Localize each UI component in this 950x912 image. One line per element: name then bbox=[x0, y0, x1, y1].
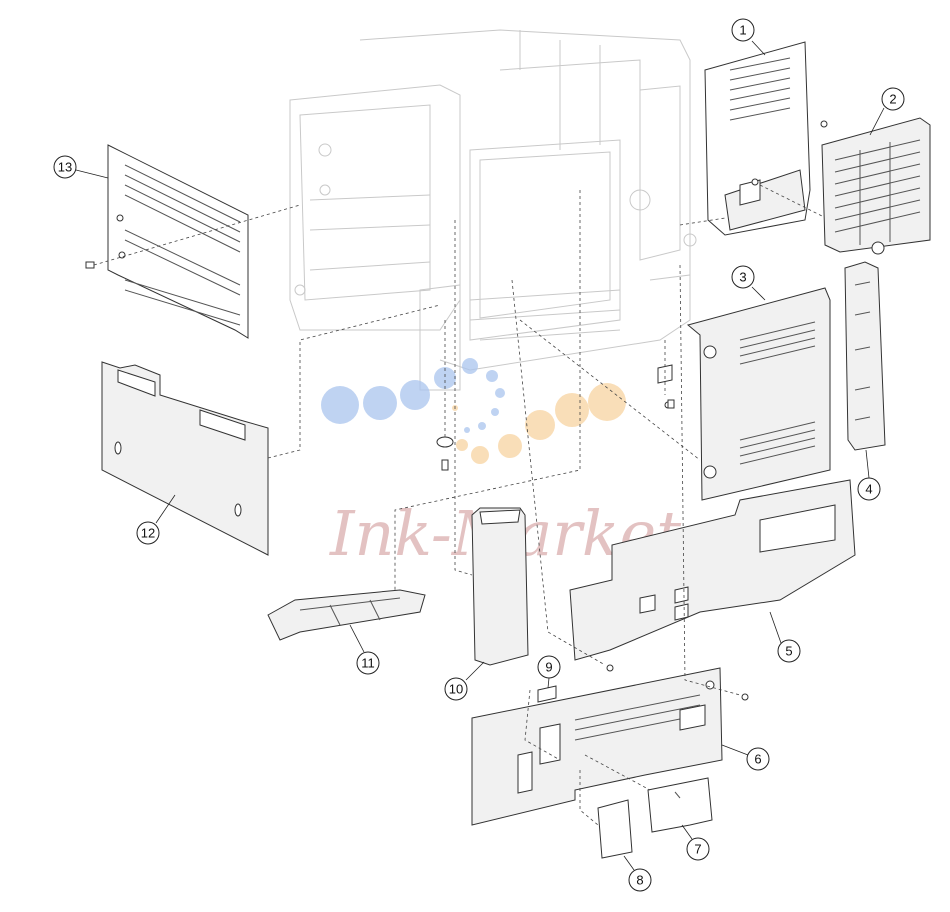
callout-number: 1 bbox=[739, 23, 746, 38]
callout-1: 1 bbox=[731, 18, 766, 56]
callout-leader-line bbox=[349, 624, 365, 653]
watermark-dot bbox=[498, 434, 522, 458]
callout-leader-line bbox=[155, 494, 176, 524]
watermark-dot bbox=[400, 380, 430, 410]
callout-leader-line bbox=[751, 40, 766, 56]
callout-10: 10 bbox=[444, 661, 485, 701]
callout-leader-line bbox=[623, 855, 635, 871]
callout-number: 7 bbox=[694, 842, 701, 857]
watermark-dot bbox=[486, 370, 498, 382]
callout-8: 8 bbox=[623, 855, 652, 892]
watermark-dot bbox=[456, 439, 468, 451]
callout-leader-line bbox=[547, 677, 550, 689]
watermark-dot bbox=[588, 383, 626, 421]
watermark-dot bbox=[478, 422, 486, 430]
callout-circle bbox=[857, 477, 881, 501]
callout-11: 11 bbox=[349, 624, 380, 675]
watermark-dot bbox=[462, 358, 478, 374]
callout-2: 2 bbox=[869, 87, 905, 136]
callout-circle bbox=[686, 837, 710, 861]
callout-leader-line bbox=[465, 661, 485, 681]
watermark-dot bbox=[525, 410, 555, 440]
callout-number: 11 bbox=[361, 656, 375, 671]
part-1-right-rear-cover bbox=[704, 41, 811, 236]
callout-13: 13 bbox=[53, 155, 109, 179]
part-12-lower-left-panel bbox=[101, 361, 269, 556]
callout-leader-line bbox=[721, 744, 749, 756]
callout-leader-line bbox=[865, 449, 870, 479]
watermark-dot bbox=[555, 393, 589, 427]
part-2-vent-cover bbox=[821, 117, 931, 255]
watermark-dot bbox=[491, 408, 499, 416]
watermark-dot bbox=[434, 367, 456, 389]
callout-5: 5 bbox=[769, 611, 801, 663]
callout-number: 6 bbox=[754, 752, 761, 767]
callout-circle bbox=[746, 747, 770, 771]
watermark-dots bbox=[321, 358, 626, 464]
watermark-dot bbox=[464, 427, 470, 433]
callout-number: 13 bbox=[58, 160, 72, 175]
callout-circle bbox=[881, 87, 905, 111]
callout-6: 6 bbox=[721, 744, 770, 771]
callout-7: 7 bbox=[681, 824, 710, 861]
part-8-small-cover bbox=[597, 799, 633, 859]
part-4-side-hinge-bar bbox=[844, 261, 886, 451]
callout-circle bbox=[444, 677, 468, 701]
watermark-dot bbox=[495, 388, 505, 398]
callout-leader-line bbox=[681, 824, 693, 840]
part-6-front-lower-plate bbox=[471, 667, 723, 826]
part-3-right-side-door bbox=[686, 287, 831, 501]
callout-number: 12 bbox=[141, 526, 155, 541]
printer-frame-ghost bbox=[289, 29, 697, 391]
watermark-dot bbox=[321, 386, 359, 424]
part-5-lower-right-cover bbox=[569, 479, 856, 661]
callout-circle bbox=[628, 868, 652, 892]
callout-number: 5 bbox=[785, 644, 792, 659]
callout-number: 10 bbox=[449, 682, 463, 697]
callout-circle bbox=[731, 18, 755, 42]
callout-leader-line bbox=[75, 169, 109, 179]
callout-circle bbox=[136, 521, 160, 545]
callout-circle bbox=[53, 155, 77, 179]
part-7-bracket-plate bbox=[647, 777, 713, 833]
part-9-small-block bbox=[537, 685, 557, 703]
part-11-tray bbox=[267, 589, 426, 641]
callout-circle bbox=[777, 639, 801, 663]
callout-circle bbox=[731, 265, 755, 289]
callout-3: 3 bbox=[731, 265, 766, 301]
callout-circle bbox=[537, 655, 561, 679]
watermark-dot bbox=[471, 446, 489, 464]
callout-circle bbox=[356, 651, 380, 675]
fastener-parts bbox=[436, 399, 675, 471]
callout-12: 12 bbox=[136, 494, 176, 545]
callout-number: 9 bbox=[545, 660, 552, 675]
callout-9: 9 bbox=[537, 655, 561, 689]
callout-number: 2 bbox=[889, 92, 896, 107]
callout-leader-line bbox=[769, 611, 782, 644]
watermark-dot bbox=[363, 386, 397, 420]
callout-leader-line bbox=[751, 286, 766, 301]
callout-4: 4 bbox=[857, 449, 881, 501]
callout-leader-line bbox=[869, 107, 885, 136]
callout-number: 4 bbox=[865, 482, 872, 497]
part-13-rear-left-panel bbox=[85, 144, 249, 339]
callout-number: 3 bbox=[739, 270, 746, 285]
callout-number: 8 bbox=[636, 873, 643, 888]
part-10-vertical-duct bbox=[471, 507, 529, 666]
